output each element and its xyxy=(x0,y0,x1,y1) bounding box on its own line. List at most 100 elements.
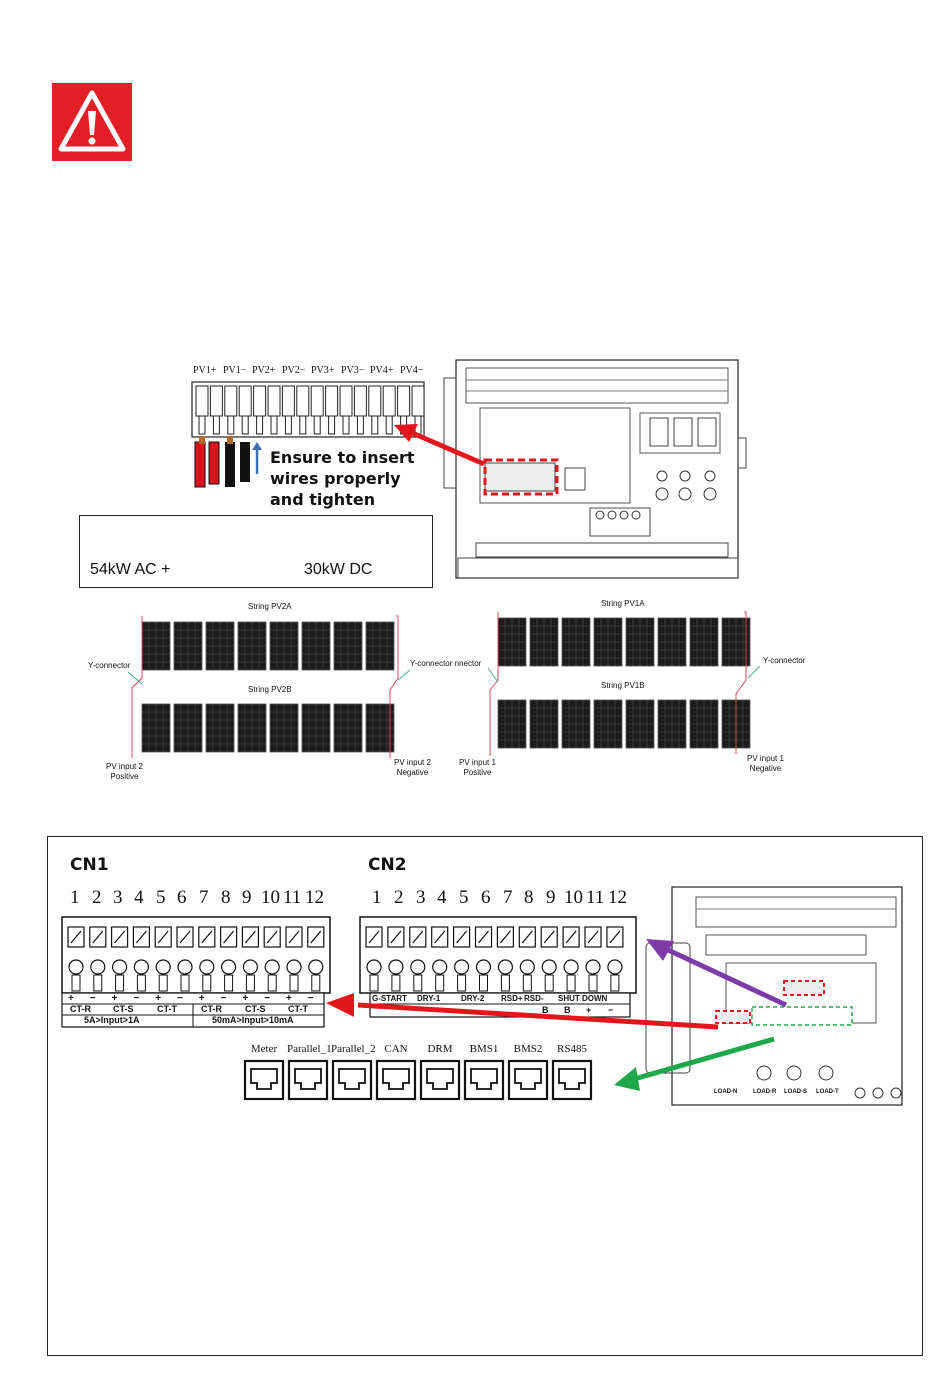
string-pv2b-label: String PV2B xyxy=(248,685,292,694)
rj45-socket-icon xyxy=(507,1059,549,1101)
screw-slash xyxy=(456,930,468,944)
rj45-socket-icon xyxy=(419,1059,461,1101)
screw-slash xyxy=(587,930,599,944)
terminal-clamp xyxy=(366,959,382,975)
pin-number: 8 xyxy=(524,887,534,908)
pv4-neg-label: PV4− xyxy=(400,365,424,376)
screw-slash xyxy=(135,930,147,944)
terminal-clamp xyxy=(133,959,150,975)
connection-arrows xyxy=(318,927,798,1097)
ensure-instruction: Ensure to insert wires properly and tigh… xyxy=(270,447,450,510)
cn1-pin-numbers: 1 2 3 4 5 6 7 8 9 10 11 12 xyxy=(66,887,336,909)
port-label: DRM xyxy=(427,1043,453,1055)
terminal-lever xyxy=(311,974,321,992)
terminal-clamp xyxy=(388,959,404,975)
screw-slash xyxy=(288,930,300,944)
label-line: PV input 2 xyxy=(106,762,143,771)
pin-number: 8 xyxy=(221,887,231,908)
cn1-polarity-mark: − xyxy=(177,993,183,1004)
pv-slot xyxy=(281,385,295,417)
pv-slot-latch xyxy=(299,415,307,435)
y-connector-label: Y-connector nnector xyxy=(410,659,482,668)
screw-slash xyxy=(499,930,511,944)
pv-slot xyxy=(411,385,425,417)
socket-opening xyxy=(558,1068,586,1090)
socket-opening xyxy=(250,1068,278,1090)
instruction-line: and tighten xyxy=(270,490,376,509)
pin-number: 2 xyxy=(92,887,102,908)
pin-number: 3 xyxy=(113,887,123,908)
screw-slash xyxy=(70,930,82,944)
pv-slot xyxy=(368,385,382,417)
cn2-shutdown-mark: B xyxy=(564,1005,571,1015)
cn1-terminal-block: +−+−+−+−+−+− CT-R CT-S CT-T CT-R CT-S CT… xyxy=(56,915,336,1035)
screw-slash xyxy=(244,930,256,944)
terminal-clamp xyxy=(177,959,193,975)
terminal-clamp xyxy=(90,959,106,975)
y-connector-label: Y-connector xyxy=(763,656,806,665)
terminal-lever xyxy=(544,974,554,992)
pv-slot-latch xyxy=(356,415,364,435)
pv3-neg-label: PV3− xyxy=(341,365,365,376)
terminal-lever xyxy=(413,974,423,992)
socket-opening xyxy=(514,1068,542,1090)
screw-slash xyxy=(266,930,278,944)
pv-slot-latch xyxy=(342,415,350,435)
terminal-lever xyxy=(435,974,445,992)
terminal-lever xyxy=(391,974,401,992)
pin-number: 1 xyxy=(372,887,382,908)
pv-slot xyxy=(339,385,353,417)
screw-slash xyxy=(543,930,555,944)
cn2-group-row: G-START DRY-1 DRY-2 RSD+ RSD- SHUT DOWN xyxy=(370,994,630,1005)
label-line: Negative xyxy=(396,768,429,777)
screw-slash xyxy=(565,930,577,944)
pin-number: 6 xyxy=(481,887,491,908)
cn1-polarity-mark: − xyxy=(220,993,227,1004)
screw-slash xyxy=(609,930,621,944)
cn1-group: CT-R xyxy=(70,1004,91,1014)
cn1-range-row: 5A>Input>1A 50mA>Input>10mA xyxy=(62,1015,324,1027)
port-label: BMS2 xyxy=(513,1043,543,1055)
cn2-group: SHUT DOWN xyxy=(558,994,608,1003)
pv1-negative-label: PV input 1 Negative xyxy=(747,754,784,774)
cn1-polarity-mark: + xyxy=(155,993,162,1004)
cn2-shutdown-mark: B xyxy=(542,1005,549,1015)
pv-slot-latch xyxy=(371,415,379,435)
screw-slash xyxy=(434,930,446,944)
pv-slot xyxy=(325,385,339,417)
terminal-lever xyxy=(71,974,81,992)
rj45-socket-icon xyxy=(331,1059,373,1101)
rating-note-box: 54kW AC + 30kW DC xyxy=(79,515,433,588)
terminal-lever xyxy=(202,974,212,992)
socket-opening xyxy=(426,1068,454,1090)
instruction-line: Ensure to insert xyxy=(270,448,415,467)
port-label: Meter xyxy=(250,1043,278,1055)
cn2-group: RSD+ xyxy=(501,994,523,1003)
pv-slot xyxy=(353,385,367,417)
load-t-label: LOAD-T xyxy=(816,1089,839,1095)
pv2-pos-label: PV2+ xyxy=(252,365,276,376)
rj45-port: BMS1 xyxy=(463,1043,505,1113)
terminal-clamp xyxy=(221,959,237,975)
communication-panel: CN1 CN2 1 2 3 4 5 6 7 8 9 10 11 12 +−+−+… xyxy=(47,836,923,1356)
pin-number: 11 xyxy=(283,887,302,908)
pv-slot-latch xyxy=(198,415,206,435)
terminal-clamp xyxy=(264,959,280,975)
terminal-lever xyxy=(158,974,168,992)
rj45-socket-icon xyxy=(551,1059,593,1101)
pv-slot xyxy=(296,385,310,417)
screw-slash xyxy=(179,930,191,944)
cn1-group: CT-T xyxy=(288,1004,308,1014)
screw-slash xyxy=(478,930,489,944)
pv-slot xyxy=(267,385,281,417)
pv3-pos-label: PV3+ xyxy=(311,365,335,376)
screw-slash xyxy=(201,930,213,944)
pin-number: 7 xyxy=(199,887,209,908)
label-line: Positive xyxy=(110,772,139,781)
terminal-lever xyxy=(500,974,510,992)
terminal-lever xyxy=(93,974,103,992)
socket-opening xyxy=(470,1068,498,1090)
terminal-lever xyxy=(610,974,620,992)
cn1-polarity-row: +−+−+−+−+−+− xyxy=(62,993,324,1004)
terminal-lever xyxy=(267,974,277,992)
